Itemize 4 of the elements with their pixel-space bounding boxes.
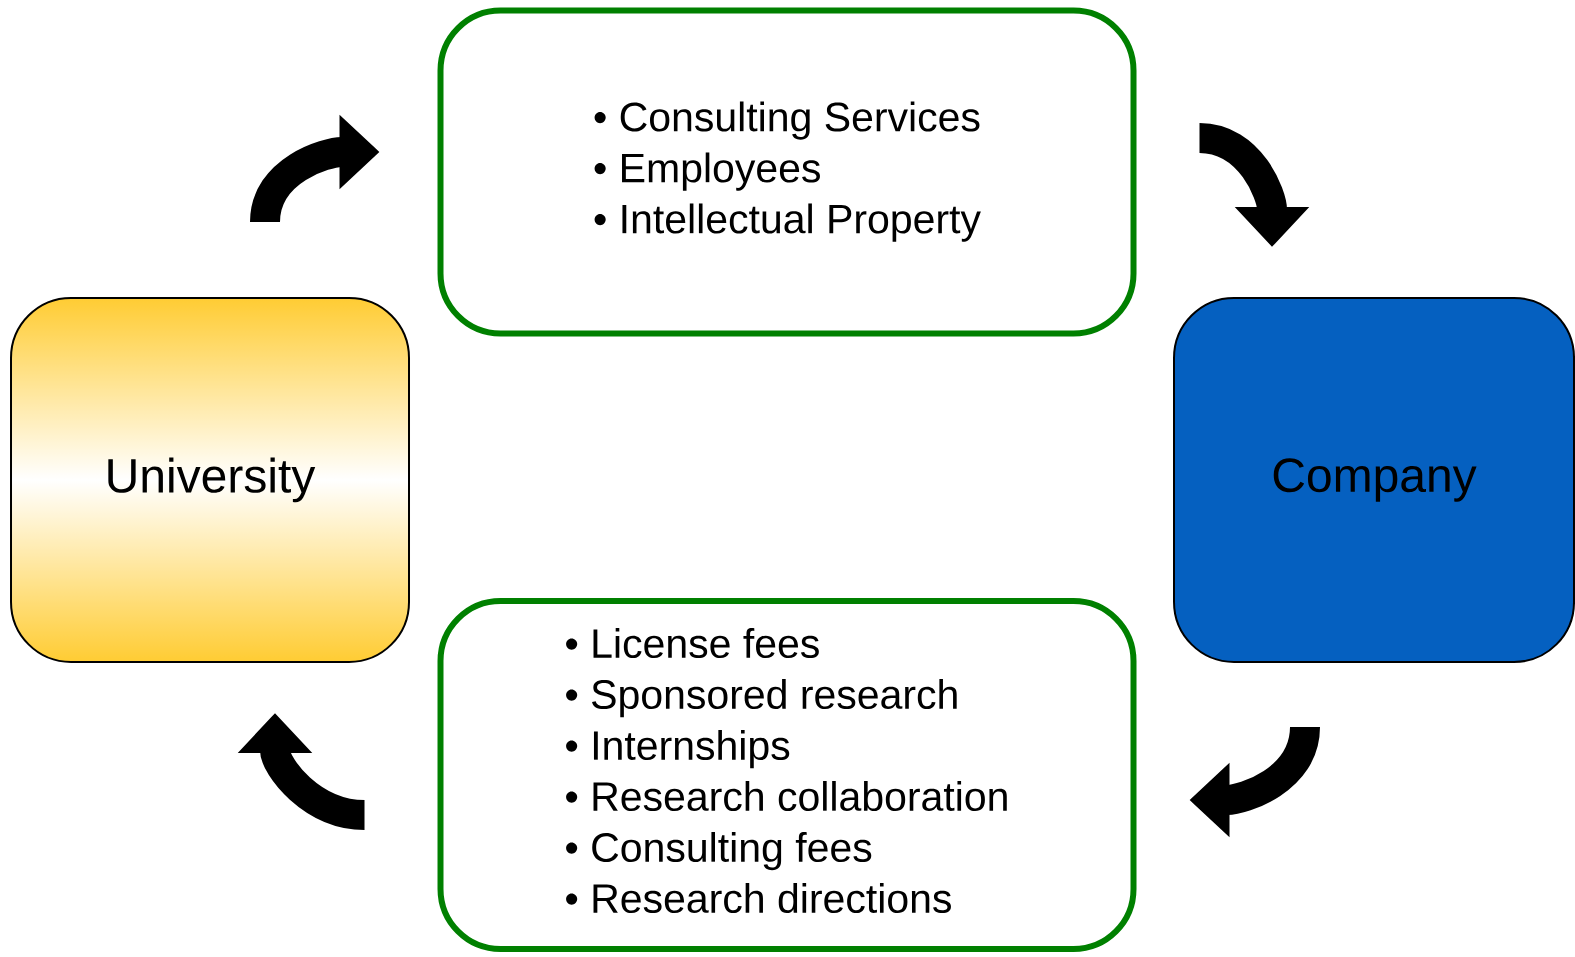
organization-box: University (10, 297, 410, 663)
organization-box: Company (1173, 297, 1575, 663)
item-list-box: • Consulting Services • Employees • Intellectual Property (437, 7, 1137, 337)
item-list-box: • License fees • Sponsored research • Internships • Research collaboration • Consulting fees • Research directions (437, 598, 1137, 952)
